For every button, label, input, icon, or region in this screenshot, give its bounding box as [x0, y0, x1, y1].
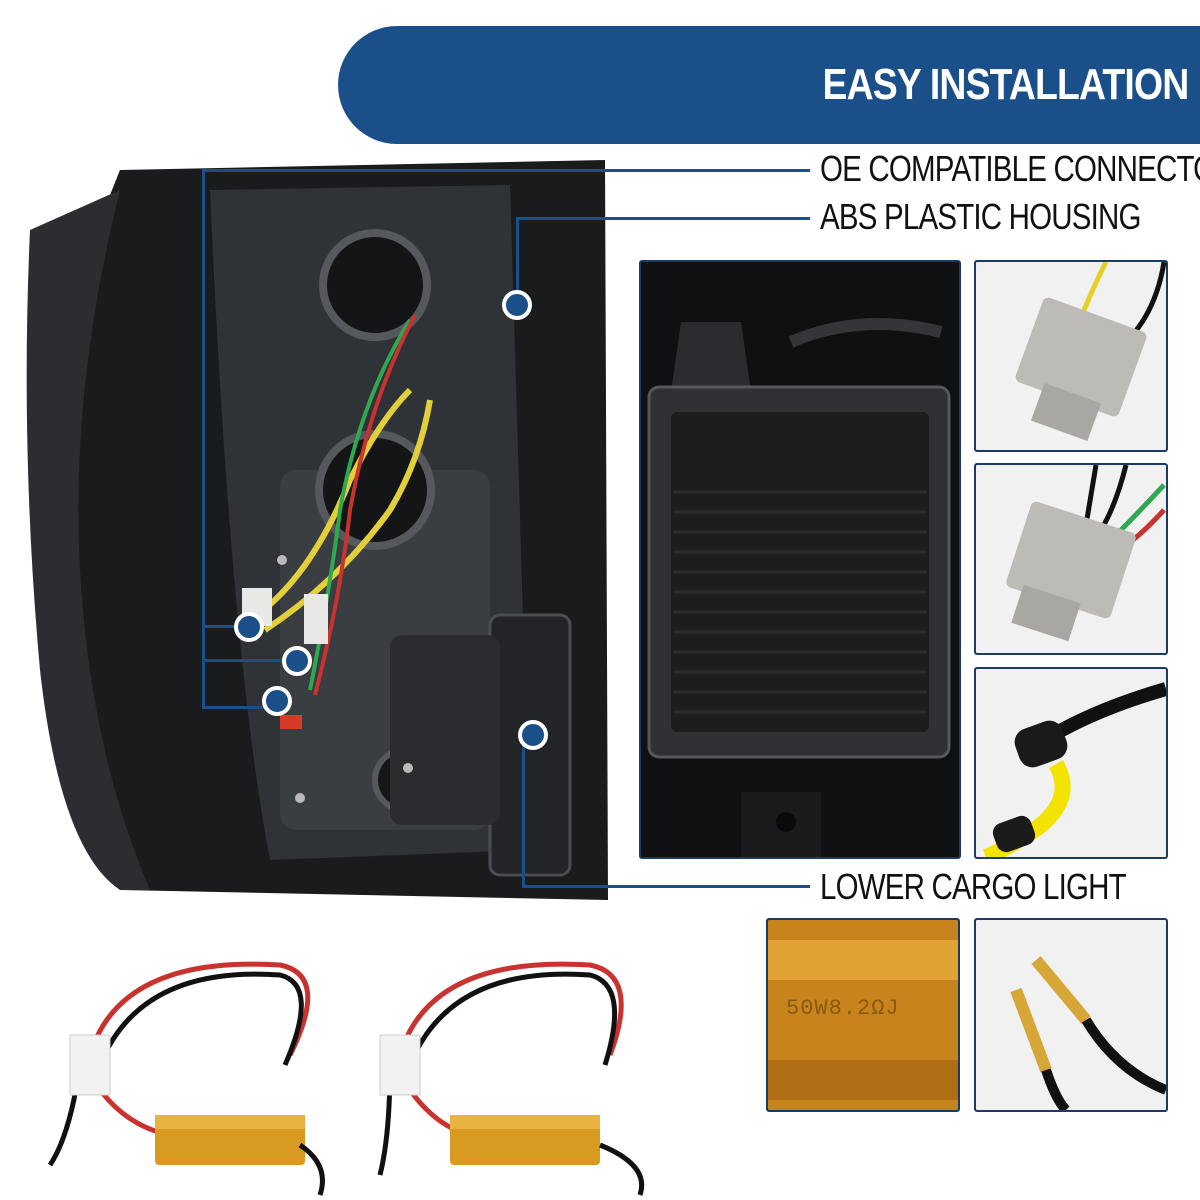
callout-line-connectors-horizontal — [202, 169, 810, 172]
callout-dot-cargo — [518, 720, 548, 750]
callout-line-connector-2 — [202, 659, 296, 662]
callout-line-connectors-vertical — [202, 169, 205, 709]
tail-light-image — [10, 150, 620, 910]
banner-title: EASY INSTALLATION — [822, 60, 1189, 109]
callout-line-connector-3 — [202, 706, 274, 709]
callout-dot-connector-3 — [262, 686, 292, 716]
bullet-connector-panel — [974, 667, 1168, 859]
header-banner: EASY INSTALLATION — [338, 26, 1200, 144]
callout-line-housing-vertical — [516, 217, 519, 302]
connector-2-wire-panel — [974, 260, 1168, 452]
callout-dot-connector-1 — [234, 612, 264, 642]
callout-oe-compatible-connectors: OE COMPATIBLE CONNECTORS — [820, 148, 1200, 189]
load-resistor-harness-right — [350, 935, 690, 1200]
resistor-closeup-panel: 50W8.2ΩJ — [766, 918, 960, 1112]
callout-dot-housing — [502, 290, 532, 320]
callout-abs-plastic-housing: ABS PLASTIC HOUSING — [820, 196, 1142, 237]
callout-line-cargo-vertical — [522, 735, 525, 887]
cargo-light-detail-panel — [639, 260, 961, 859]
callout-line-connector-1 — [202, 625, 248, 628]
spade-terminal-panel — [974, 918, 1168, 1112]
callout-dot-connector-2 — [282, 646, 312, 676]
callout-lower-cargo-light: LOWER CARGO LIGHT — [820, 866, 1127, 907]
load-resistor-harness-left — [30, 935, 370, 1200]
callout-line-cargo-horizontal — [522, 885, 810, 888]
callout-line-housing-horizontal — [516, 217, 810, 220]
connector-4-wire-panel — [974, 463, 1168, 655]
resistor-marking: 50W8.2ΩJ — [786, 996, 900, 1021]
